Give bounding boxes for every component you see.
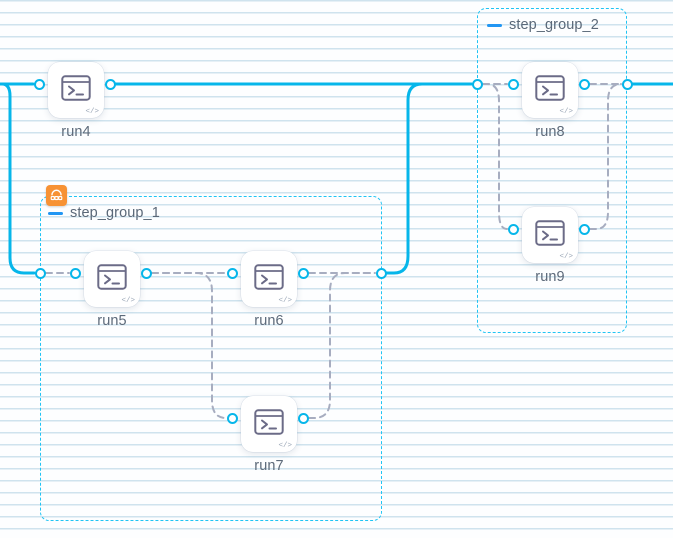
- node-label-run8: run8: [535, 124, 565, 140]
- node-label-run5: run5: [97, 313, 127, 329]
- code-glyph-icon: </>: [278, 296, 292, 305]
- node-run9[interactable]: </>: [522, 207, 578, 263]
- edge[interactable]: [0, 82, 36, 275]
- port-in-run8[interactable]: [507, 78, 519, 90]
- terminal-icon: [254, 263, 284, 295]
- port-out-run5[interactable]: [140, 267, 152, 279]
- code-glyph-icon: </>: [278, 441, 292, 450]
- minus-icon[interactable]: [48, 211, 63, 215]
- port-group1-in[interactable]: [34, 267, 46, 279]
- node-label-run7: run7: [254, 458, 284, 474]
- group-cluster-icon[interactable]: [46, 185, 67, 206]
- terminal-icon: [254, 408, 284, 440]
- port-out-run4[interactable]: [104, 78, 116, 90]
- group-header-step_group_1[interactable]: step_group_1: [48, 205, 160, 221]
- port-in-run9[interactable]: [507, 223, 519, 235]
- node-label-run9: run9: [535, 269, 565, 285]
- port-out-run9[interactable]: [578, 223, 590, 235]
- terminal-icon: [535, 219, 565, 251]
- node-label-run6: run6: [254, 313, 284, 329]
- port-group1-out[interactable]: [375, 267, 387, 279]
- port-group2-out[interactable]: [621, 78, 633, 90]
- port-in-run5[interactable]: [69, 267, 81, 279]
- node-run5[interactable]: </>: [84, 251, 140, 307]
- code-glyph-icon: </>: [85, 107, 99, 116]
- code-glyph-icon: </>: [121, 296, 135, 305]
- group-title-step_group_2: step_group_2: [509, 17, 599, 33]
- code-glyph-icon: </>: [559, 252, 573, 261]
- port-group2-in[interactable]: [471, 78, 483, 90]
- port-out-run6[interactable]: [297, 267, 309, 279]
- group-header-step_group_2[interactable]: step_group_2: [487, 17, 599, 33]
- node-run8[interactable]: </>: [522, 62, 578, 118]
- port-in-run7[interactable]: [226, 412, 238, 424]
- code-glyph-icon: </>: [559, 107, 573, 116]
- port-in-run6[interactable]: [226, 267, 238, 279]
- node-label-run4: run4: [61, 124, 91, 140]
- terminal-icon: [61, 74, 91, 106]
- group-box-step_group_1[interactable]: [40, 196, 382, 521]
- node-run6[interactable]: </>: [241, 251, 297, 307]
- port-in-run4[interactable]: [33, 78, 45, 90]
- node-run4[interactable]: </>: [48, 62, 104, 118]
- port-out-run8[interactable]: [578, 78, 590, 90]
- node-run7[interactable]: </>: [241, 396, 297, 452]
- terminal-icon: [535, 74, 565, 106]
- minus-icon[interactable]: [487, 23, 502, 27]
- group-box-step_group_2[interactable]: [477, 8, 627, 333]
- port-out-run7[interactable]: [297, 412, 309, 424]
- terminal-icon: [97, 263, 127, 295]
- group-title-step_group_1: step_group_1: [70, 205, 160, 221]
- edge[interactable]: [385, 82, 473, 275]
